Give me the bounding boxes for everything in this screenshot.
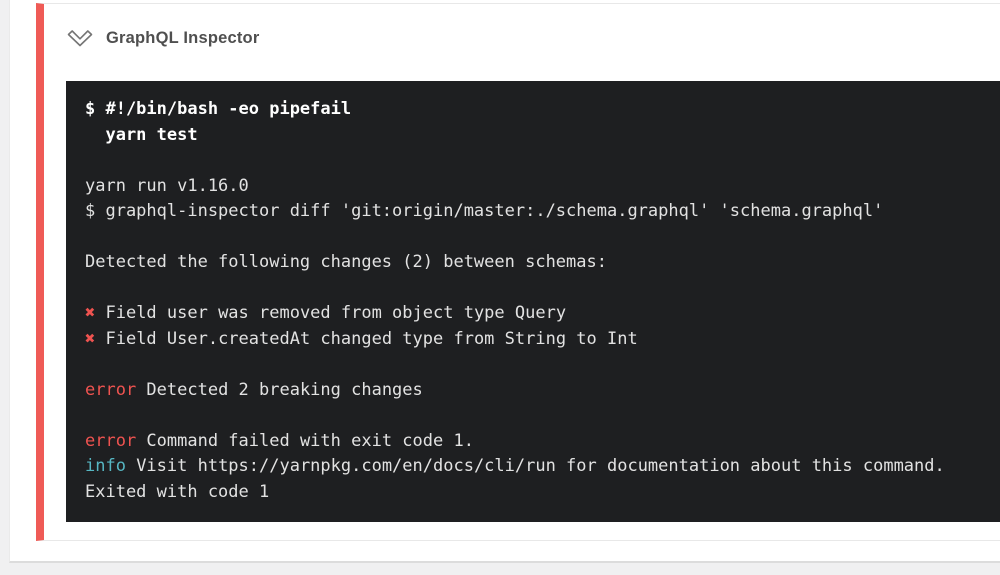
- terminal-line: error Command failed with exit code 1.: [85, 430, 474, 451]
- terminal-line: [85, 148, 982, 174]
- terminal-line: [85, 276, 982, 302]
- terminal-line: yarn run v1.16.0: [85, 175, 249, 196]
- terminal-line: $ graphql-inspector diff 'git:origin/mas…: [85, 201, 884, 221]
- terminal-line: error Detected 2 breaking changes: [85, 379, 423, 400]
- terminal-line: info Visit https://yarnpkg.com/en/docs/c…: [85, 456, 945, 476]
- terminal-output: $ #!/bin/bash -eo pipefail yarn test yar…: [66, 81, 1000, 522]
- terminal-line: ✖ Field User.createdAt changed type from…: [85, 328, 638, 349]
- step-title: GraphQL Inspector: [106, 29, 260, 47]
- build-step-panel: GraphQL Inspector $ #!/bin/bash -eo pipe…: [9, 0, 1000, 563]
- terminal-line: [85, 352, 982, 378]
- terminal-line: Exited with code 1: [85, 481, 270, 502]
- chevron-down-icon[interactable]: [66, 29, 94, 49]
- step-header[interactable]: GraphQL Inspector: [44, 4, 1000, 81]
- terminal-line: $ #!/bin/bash -eo pipefail: [85, 99, 352, 119]
- terminal-line: yarn test: [85, 124, 198, 145]
- step-card: GraphQL Inspector $ #!/bin/bash -eo pipe…: [36, 3, 1000, 541]
- terminal-line: ✖ Field user was removed from object typ…: [85, 303, 567, 323]
- terminal-line: Detected the following changes (2) betwe…: [85, 252, 607, 272]
- terminal-line: [85, 225, 982, 251]
- terminal-line: [85, 403, 982, 429]
